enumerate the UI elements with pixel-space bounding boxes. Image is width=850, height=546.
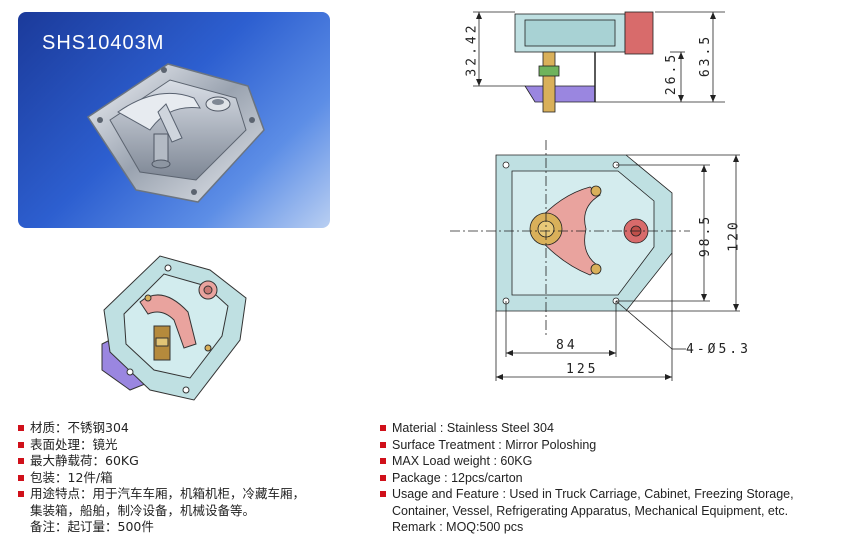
dim-125: 125 <box>566 362 599 377</box>
specs-list-chinese: 材质：不锈钢304 表面处理：镜光 最大静载荷：60KG 包装：12件/箱 用途… <box>18 420 305 536</box>
spec-cn-load: 最大静载荷：60KG <box>18 453 305 470</box>
bullet <box>380 425 386 431</box>
spec-cn-usage-cont: 集装箱，船舶，制冷设备，机械设备等。 <box>30 502 256 518</box>
product-photo-panel: SHS10403M <box>18 12 330 228</box>
dim-63-5: 63.5 <box>698 33 714 78</box>
side-view-drawing <box>473 11 725 113</box>
bullet <box>380 491 386 497</box>
spec-cn-remark: 备注：起订量：500件 <box>30 519 154 534</box>
dim-84: 84 <box>556 338 578 353</box>
spec-en-material: Material : Stainless Steel 304 <box>380 420 794 437</box>
dim-26-5: 26.5 <box>664 51 680 96</box>
spec-cn-package: 包装：12件/箱 <box>18 470 305 487</box>
spec-en-load: MAX Load weight : 60KG <box>380 453 794 470</box>
spec-en-package: Package : 12pcs/carton <box>380 470 794 487</box>
specs-list-english: Material : Stainless Steel 304 Surface T… <box>380 420 794 536</box>
dim-holes: 4-Ø5.3 <box>686 342 751 357</box>
front-view-drawing <box>450 140 740 381</box>
bullet <box>18 474 24 481</box>
spec-en-surface: Surface Treatment : Mirror Poloshing <box>380 437 794 454</box>
spec-en-usage-cont: Container, Vessel, Refrigerating Apparat… <box>392 503 789 518</box>
bullet <box>18 458 24 464</box>
dim-32-42: 32.42 <box>464 22 480 77</box>
spec-cn-usage: 用途特点：用于汽车车厢，机箱机柜，冷藏车厢， <box>18 486 305 503</box>
dim-120: 120 <box>726 219 742 252</box>
spec-en-remark: Remark : MOQ:500 pcs <box>392 520 524 534</box>
bullet <box>18 491 24 497</box>
bullet <box>18 441 24 448</box>
spec-en-usage: Usage and Feature : Used in Truck Carria… <box>380 486 794 503</box>
bullet <box>18 425 24 431</box>
bullet <box>380 474 386 481</box>
bullet <box>380 458 386 464</box>
latch-photo-illustration <box>86 63 265 203</box>
model-number: SHS10403M <box>42 32 165 54</box>
isometric-cad-view <box>101 255 247 401</box>
spec-cn-surface: 表面处理：镜光 <box>18 437 305 454</box>
spec-cn-material: 材质：不锈钢304 <box>18 420 305 437</box>
dim-98-5: 98.5 <box>698 213 714 258</box>
bullet <box>380 441 386 448</box>
